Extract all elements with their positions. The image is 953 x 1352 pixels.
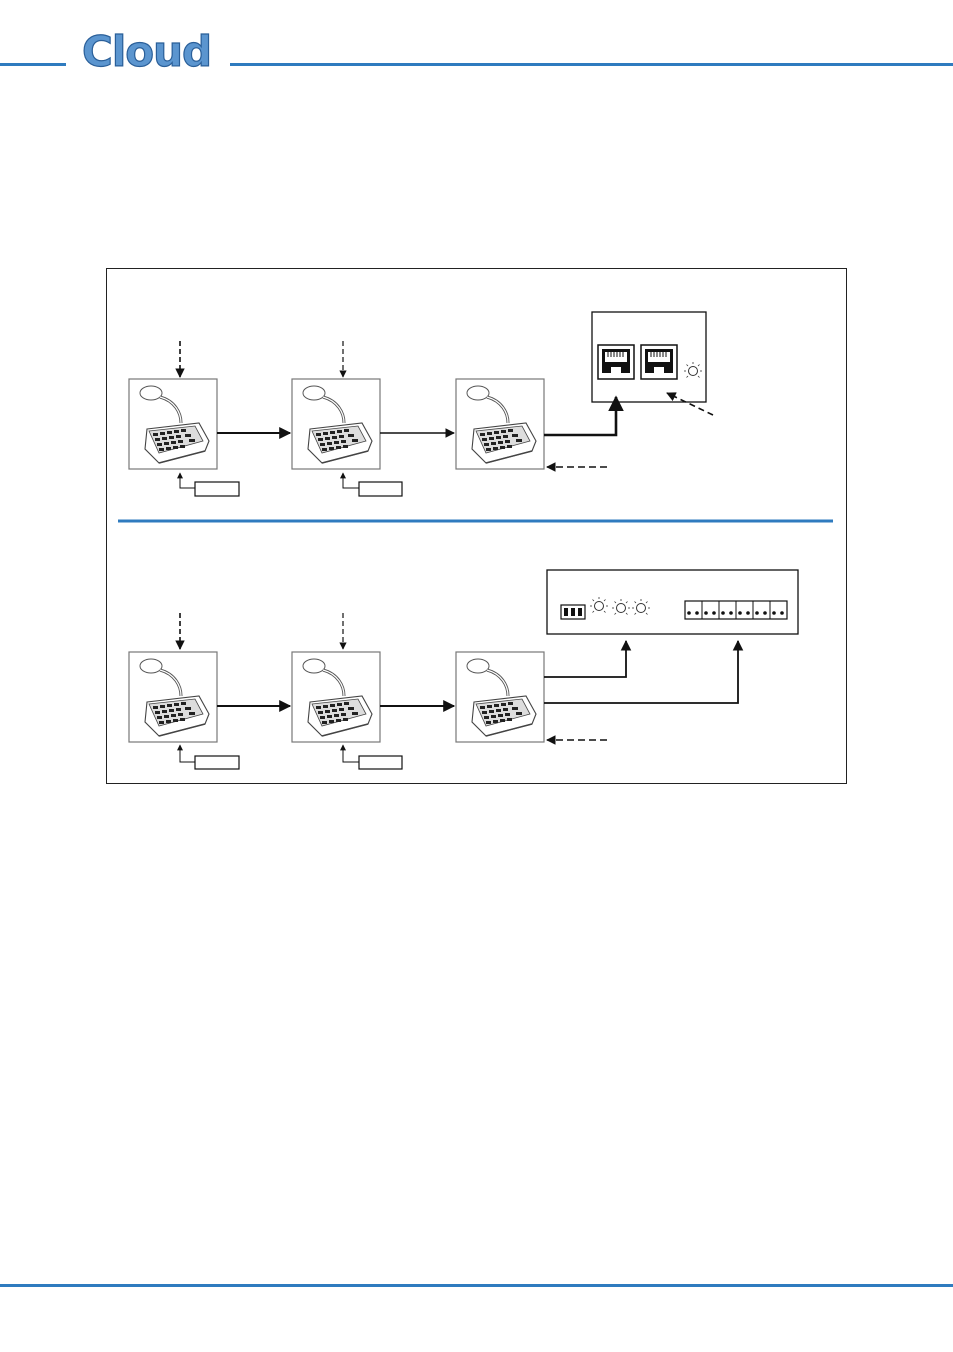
paging-station-1 (127, 377, 219, 471)
cloud-logo: Cloud (80, 26, 220, 76)
rj45-socket-1 (597, 344, 635, 380)
small-connector-icon (560, 604, 586, 620)
svg-text:Cloud: Cloud (82, 28, 211, 74)
terminal-block-icon (684, 600, 788, 620)
top-label-connector-2 (340, 472, 359, 489)
paging-station-2 (290, 377, 382, 471)
bottom-diagram (127, 569, 799, 770)
paging-station-4 (127, 650, 219, 744)
header-rule-left (0, 63, 66, 66)
top-diagram (127, 311, 714, 497)
top-label-box-1 (194, 481, 240, 497)
paging-station-3 (454, 377, 546, 471)
bottom-link-to-connector (544, 639, 632, 678)
top-dashed-panel-arrow (666, 392, 714, 416)
paging-station-5 (290, 650, 382, 744)
footer-rule (0, 1284, 953, 1287)
connection-diagram (118, 311, 833, 770)
top-link-to-socket (544, 395, 624, 437)
diagram-frame (106, 268, 847, 784)
bottom-link-to-terminal (544, 639, 744, 704)
bottom-label-box-2 (358, 755, 403, 770)
top-label-connector-1 (177, 472, 195, 489)
paging-station-6 (454, 650, 546, 744)
bottom-label-connector-1 (177, 744, 195, 763)
header-rule-right (230, 63, 953, 66)
bottom-label-box-1 (194, 755, 240, 770)
top-label-box-2 (358, 481, 403, 497)
rj45-socket-2 (640, 344, 678, 380)
bottom-label-connector-2 (340, 744, 359, 763)
